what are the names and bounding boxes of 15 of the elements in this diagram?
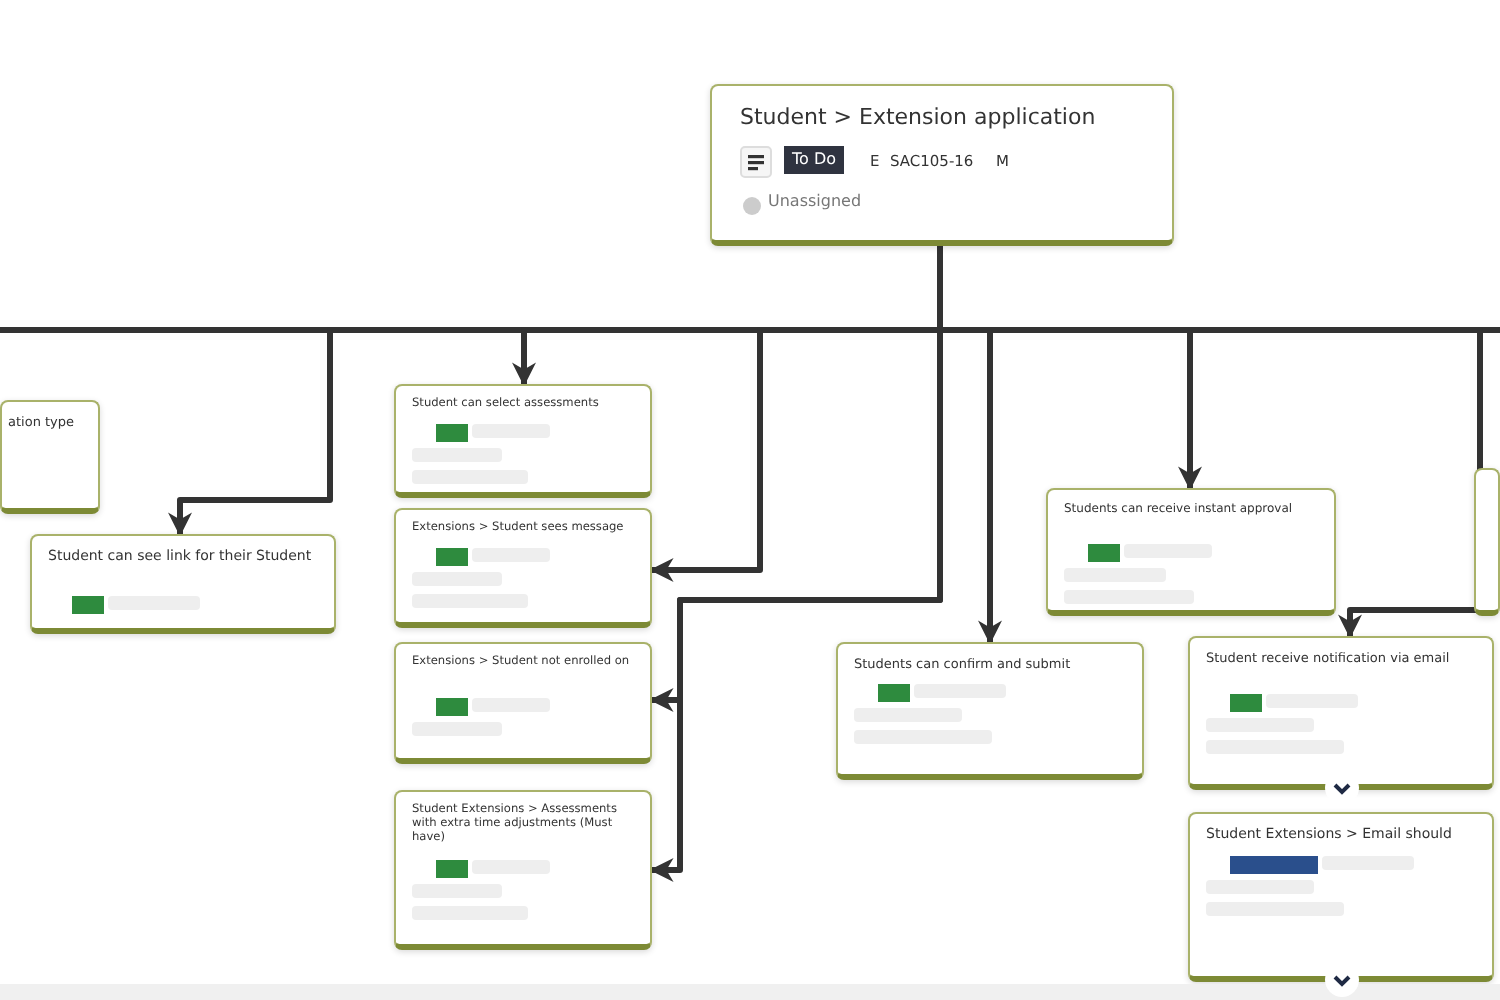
task-card (1188, 812, 1494, 982)
task-card (394, 642, 652, 764)
task-card (0, 400, 100, 514)
task-card (394, 790, 652, 950)
task-card (710, 84, 1174, 246)
task-card (1474, 468, 1500, 616)
task-card (394, 508, 652, 628)
task-card (394, 384, 652, 498)
assignee-label: Unassigned (768, 192, 862, 212)
task-card (1188, 636, 1494, 790)
task-card (1046, 488, 1336, 616)
status-badge: To Do (784, 146, 845, 174)
card-title: Student > Extension application (740, 104, 1096, 132)
task-card (836, 642, 1144, 780)
task-card (30, 534, 336, 634)
